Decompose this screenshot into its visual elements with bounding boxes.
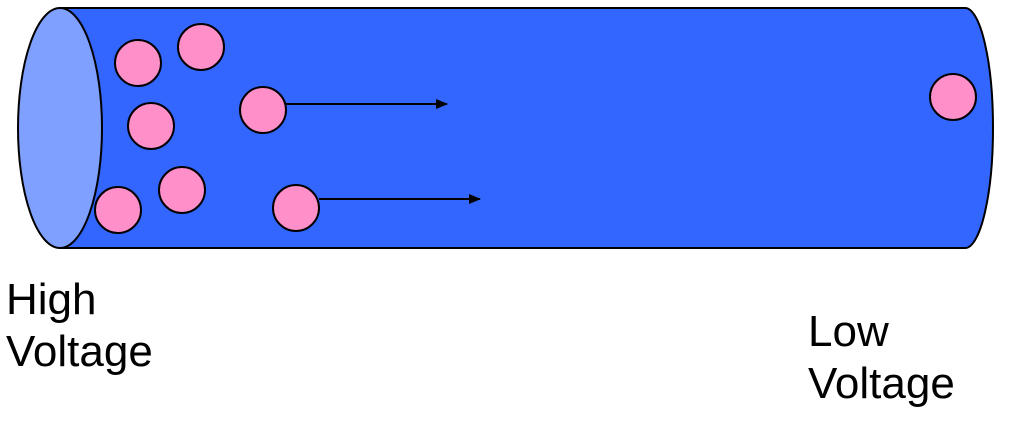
- high-voltage-label-line2: Voltage: [6, 327, 153, 376]
- charge-circle: [177, 23, 225, 71]
- low-voltage-label-line2: Voltage: [808, 359, 955, 408]
- charge-circle: [158, 166, 206, 214]
- charges-group: [94, 23, 977, 234]
- charge-circle: [272, 184, 320, 232]
- charge-circle: [127, 102, 175, 150]
- arrows-group: [286, 99, 481, 204]
- charge-circle: [94, 186, 142, 234]
- high-voltage-label-line1: High: [6, 275, 97, 324]
- low-voltage-label-line1: Low: [808, 307, 889, 356]
- high-voltage-label: High Voltage: [6, 274, 153, 378]
- charge-circle: [239, 86, 287, 134]
- low-voltage-label: Low Voltage: [808, 306, 955, 410]
- wire-end-face: [17, 7, 103, 249]
- charge-circle: [929, 73, 977, 121]
- charge-circle: [114, 39, 162, 87]
